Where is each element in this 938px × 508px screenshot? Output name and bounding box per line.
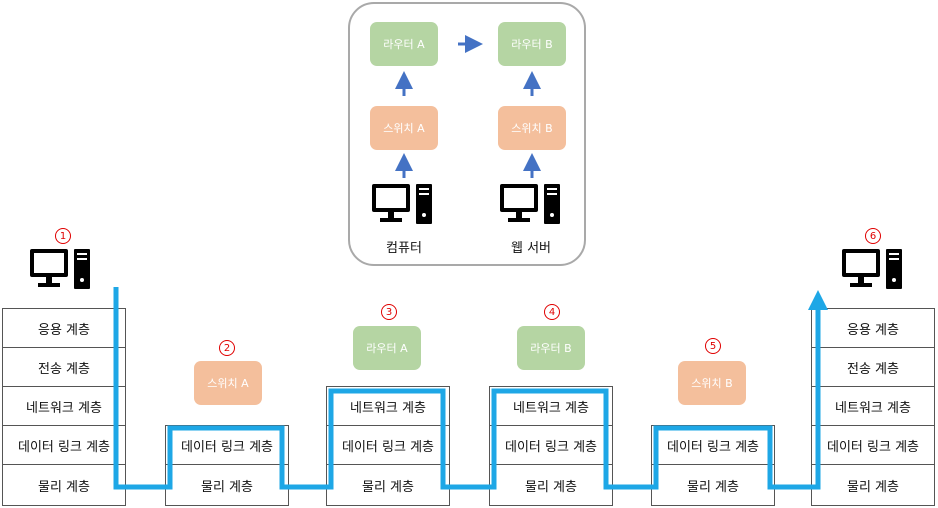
computer-icon bbox=[30, 249, 90, 289]
left-datalink-layer: 데이터 링크 계층 bbox=[2, 425, 126, 465]
computer-icon bbox=[372, 184, 432, 224]
computer-caption: 컴퓨터 bbox=[386, 241, 422, 256]
webserver-caption: 웹 서버 bbox=[510, 241, 551, 256]
switch-a-datalink-layer: 데이터 링크 계층 bbox=[165, 425, 289, 465]
server-icon bbox=[500, 184, 560, 224]
packet-path-line bbox=[113, 287, 828, 490]
router-a-box: 라우터 A bbox=[353, 326, 421, 370]
step-number-1: 1 bbox=[55, 228, 71, 244]
step-number-3: 3 bbox=[381, 304, 397, 320]
top-switch-a: 스위치 A bbox=[370, 106, 438, 150]
left-application-layer: 응용 계층 bbox=[2, 308, 126, 348]
right-transport-layer: 전송 계층 bbox=[811, 347, 935, 387]
server-icon bbox=[842, 249, 902, 289]
step-number-2: 2 bbox=[219, 340, 235, 356]
right-network-layer: 네트워크 계층 bbox=[811, 386, 935, 426]
top-switch-b: 스위치 B bbox=[498, 106, 566, 150]
router-b-datalink-layer: 데이터 링크 계층 bbox=[489, 425, 613, 465]
step-number-6: 6 bbox=[865, 228, 881, 244]
switch-b-box: 스위치 B bbox=[678, 361, 746, 405]
router-a-datalink-layer: 데이터 링크 계층 bbox=[326, 425, 450, 465]
router-b-box: 라우터 B bbox=[517, 326, 585, 370]
left-network-layer: 네트워크 계층 bbox=[2, 386, 126, 426]
step-number-5: 5 bbox=[705, 338, 721, 354]
right-datalink-layer: 데이터 링크 계층 bbox=[811, 425, 935, 465]
top-router-a: 라우터 A bbox=[370, 22, 438, 66]
left-physical-layer: 물리 계층 bbox=[2, 464, 126, 506]
switch-b-physical-layer: 물리 계층 bbox=[651, 464, 775, 506]
step-number-4: 4 bbox=[544, 304, 560, 320]
switch-a-box: 스위치 A bbox=[194, 361, 262, 405]
top-router-b: 라우터 B bbox=[498, 22, 566, 66]
router-a-physical-layer: 물리 계층 bbox=[326, 464, 450, 506]
right-physical-layer: 물리 계층 bbox=[811, 464, 935, 506]
